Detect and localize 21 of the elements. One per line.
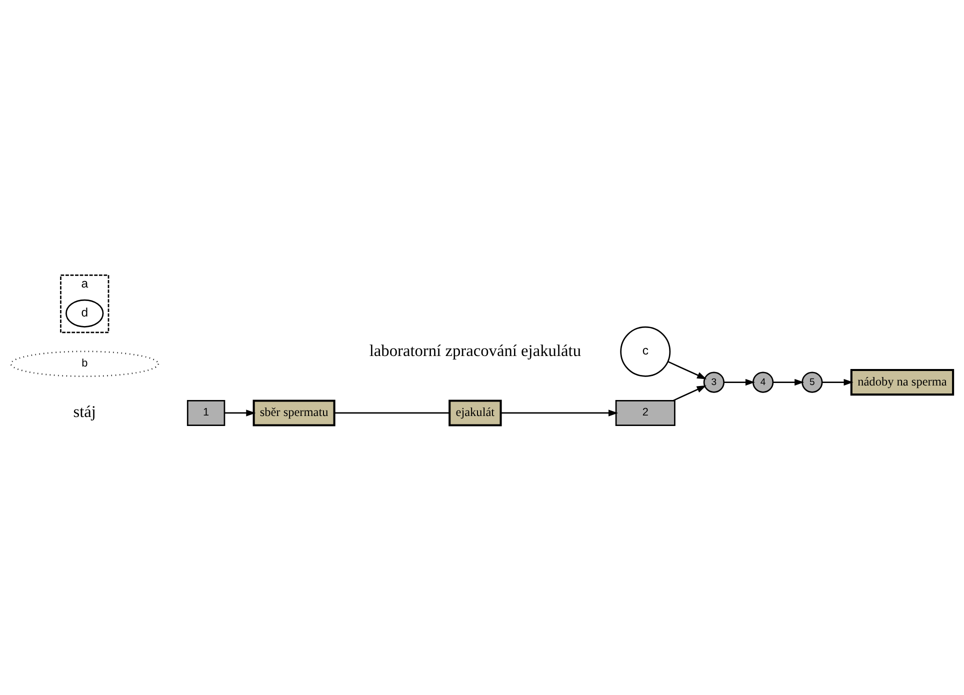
node-circle: c xyxy=(620,326,671,377)
label: laboratorní zpracování ejakulátu xyxy=(369,340,582,360)
label: stáj xyxy=(73,402,96,422)
node-box: ejakulát xyxy=(448,400,502,426)
arrow xyxy=(224,410,256,416)
connector xyxy=(334,412,450,414)
node-box: 2 xyxy=(615,400,676,426)
node-ellipse: b xyxy=(10,350,159,378)
arrow xyxy=(672,385,706,402)
node-box: nádoby na sperma xyxy=(850,369,954,396)
arrow xyxy=(668,360,707,380)
arrow xyxy=(773,378,804,386)
node-circle: 5 xyxy=(802,372,823,393)
arrow xyxy=(724,378,756,386)
node-ellipse: d xyxy=(66,299,104,328)
node-box: sběr spermatu xyxy=(252,400,336,426)
node-circle: 4 xyxy=(752,372,774,393)
arrow xyxy=(500,410,618,416)
arrow xyxy=(822,378,854,386)
node-circle: 3 xyxy=(703,372,725,393)
node-box: 1 xyxy=(186,400,226,426)
